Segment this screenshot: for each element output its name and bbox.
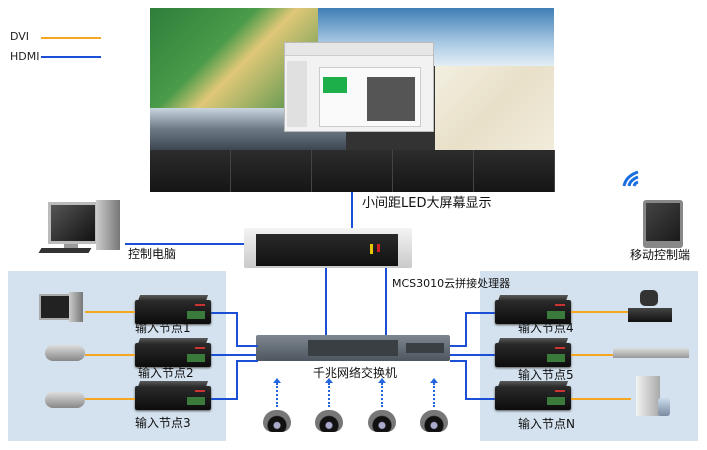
display-label: 小间距LED大屏幕显示 [362, 196, 492, 211]
dome-camera-icon [368, 410, 396, 432]
node2-link [210, 354, 256, 356]
led-cabinet [231, 150, 312, 192]
dvi-link-2 [85, 354, 135, 356]
gigabit-switch [256, 335, 450, 361]
led-cabinet [393, 150, 474, 192]
bullet-camera-icon [45, 345, 85, 361]
node3-link [236, 360, 258, 362]
dome-camera-icon [420, 410, 448, 432]
presentation-window [284, 42, 434, 132]
node4-link [465, 312, 467, 346]
led-cabinet [150, 150, 231, 192]
node1-link [210, 312, 238, 314]
dvi-link-5 [571, 354, 615, 356]
input-node-2-label: 输入节点2 [138, 366, 194, 380]
node3-link [236, 360, 238, 400]
input-node-5 [495, 343, 571, 367]
led-cabinet [312, 150, 393, 192]
input-node-1-label: 输入节点1 [135, 321, 191, 335]
input-node-1 [135, 300, 211, 324]
input-node-n-label: 输入节点N [518, 417, 575, 431]
china-map-panel [435, 66, 554, 150]
node4-link [450, 345, 467, 347]
processor-switch-link-1 [325, 268, 327, 335]
mobile-label: 移动控制端 [630, 248, 691, 262]
wall-processor-link [351, 192, 353, 228]
dvi-link-3 [85, 398, 135, 400]
dome-camera-icon [315, 410, 343, 432]
node1-link [236, 345, 258, 347]
processor-label: MCS3010云拼接处理器 [392, 277, 511, 290]
processor-switch-link-2 [385, 268, 387, 335]
input-node-3-label: 输入节点3 [135, 416, 191, 430]
input-node-2 [135, 343, 211, 367]
nodeN-link [465, 398, 497, 400]
led-cabinet [474, 150, 555, 192]
node1-link [236, 312, 238, 346]
input-node-n [495, 386, 571, 410]
nodeN-link [465, 360, 467, 400]
input-node-4-label: 输入节点4 [518, 321, 574, 335]
server-storage-icon [636, 376, 672, 420]
dome-camera-icon [263, 410, 291, 432]
input-node-4 [495, 300, 571, 324]
node5-link [450, 354, 497, 356]
node3-link [210, 398, 238, 400]
rack-device-icon [613, 348, 689, 358]
desktop-pc-icon [35, 292, 85, 327]
switch-label: 千兆网络交换机 [313, 366, 398, 380]
control-pc-label: 控制电脑 [128, 247, 177, 261]
node4-link [465, 312, 497, 314]
legend-hdmi-label: HDMI [10, 50, 40, 63]
dvi-link-4 [571, 311, 631, 313]
wifi-icon [622, 170, 644, 188]
input-node-3 [135, 386, 211, 410]
legend-dvi-line [41, 37, 101, 39]
legend-dvi-label: DVI [10, 30, 30, 43]
bullet-camera-icon [45, 392, 85, 408]
led-video-wall [150, 8, 555, 192]
dvi-link-1 [85, 311, 135, 313]
legend-hdmi-line [41, 56, 101, 58]
control-pc-icon [38, 200, 125, 255]
input-node-5-label: 输入节点5 [518, 368, 574, 382]
mcs3010-processor [244, 228, 412, 268]
pc-processor-link [125, 243, 245, 245]
dvi-link-n [571, 398, 631, 400]
tablet-icon [643, 200, 683, 248]
ptz-camera-icon [628, 290, 672, 326]
nodeN-link [450, 360, 467, 362]
